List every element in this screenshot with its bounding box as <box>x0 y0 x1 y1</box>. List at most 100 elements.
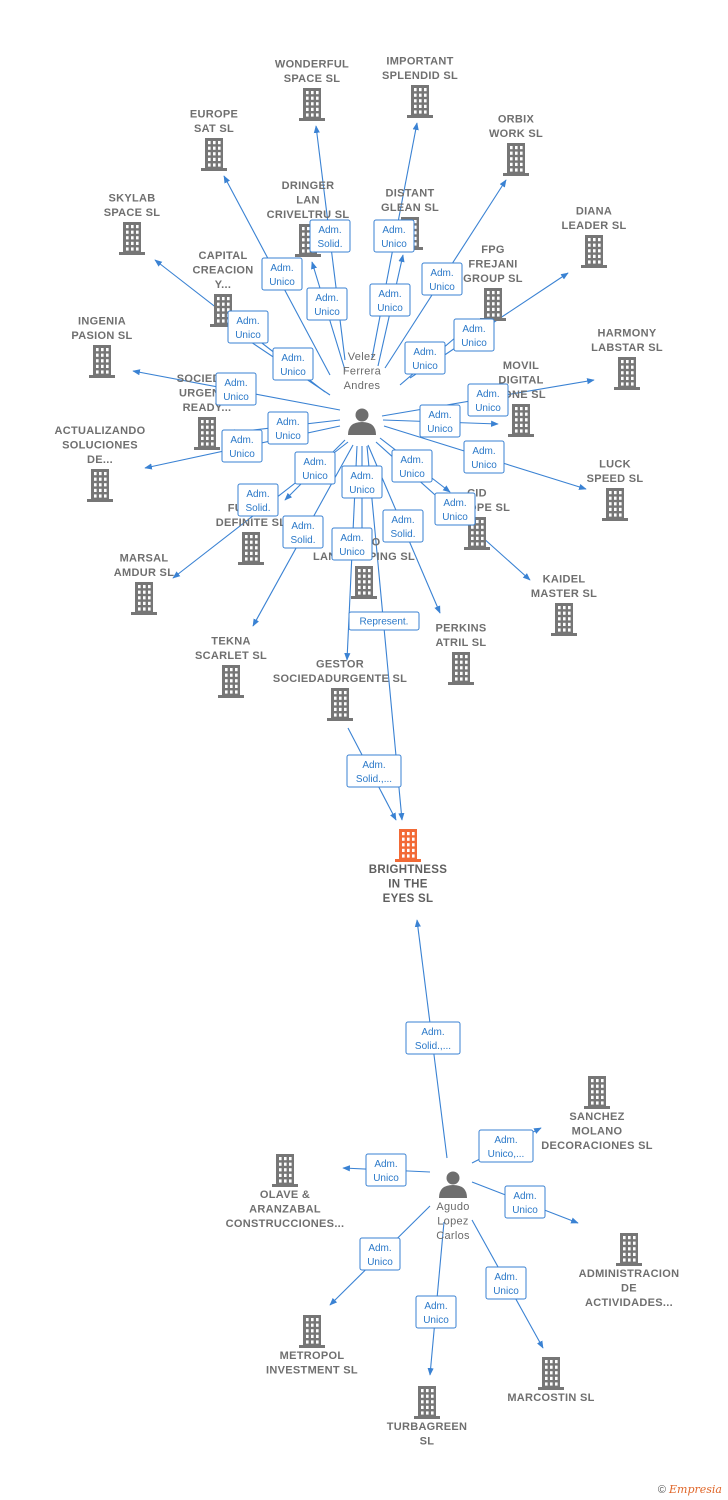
relation-badge-velez-tekna[interactable]: Adm.Solid. <box>282 515 324 549</box>
relation-badge-velez-luck[interactable]: Adm.Unico <box>463 440 505 474</box>
relation-badge-agudo-turbagreen[interactable]: Adm.Unico <box>415 1295 457 1329</box>
relation-badge-agudo-sanchez[interactable]: Adm.Unico,... <box>478 1129 534 1163</box>
relation-badge-velez-fpg[interactable]: Adm.Unico <box>404 341 446 375</box>
company-building-icon-wonderful[interactable] <box>299 88 325 121</box>
company-label-kaidel-line: MASTER SL <box>531 588 597 600</box>
relation-label-line: Unico <box>399 469 425 480</box>
company-building-icon-metropol[interactable] <box>299 1315 325 1348</box>
relation-label-line: Unico <box>349 485 375 496</box>
relation-label: Adm.Unico <box>427 410 453 435</box>
relation-badge-velez-future[interactable]: Adm.Unico <box>294 451 336 485</box>
relation-badge-velez-brightness[interactable]: Represent. <box>348 611 420 631</box>
relation-badge-velez-kaidel[interactable]: Adm.Unico <box>434 492 476 526</box>
company-label-marcostin-line: MARCOSTIN SL <box>507 1392 594 1404</box>
person-icon-agudo[interactable] <box>439 1171 467 1199</box>
relation-badge-velez-sociedad[interactable]: Adm.Unico <box>267 411 309 445</box>
relation-label-line: Adm. <box>382 225 405 236</box>
company-building-icon-harmony[interactable] <box>614 357 640 390</box>
relation-label-line: Adm. <box>378 289 401 300</box>
company-building-icon-actualizando[interactable] <box>87 469 113 502</box>
relation-label: Adm.Unico <box>399 455 425 480</box>
company-building-icon-fpg[interactable] <box>480 288 506 321</box>
relation-label-line: Unico <box>280 367 306 378</box>
relation-badge-agudo-olave[interactable]: Adm.Unico <box>365 1153 407 1187</box>
center-company-building-icon[interactable] <box>395 829 421 862</box>
relation-badge-velez-ingenia[interactable]: Adm.Unico <box>215 372 257 406</box>
relation-badge-velez-cid[interactable]: Adm.Unico <box>391 449 433 483</box>
relation-badge-agudo-brightness[interactable]: Adm.Solid.,... <box>405 1021 461 1055</box>
relation-badge-velez-orbix[interactable]: Adm.Unico <box>421 262 463 296</box>
company-building-icon-future[interactable] <box>238 532 264 565</box>
relation-badge-velez-marsal[interactable]: Adm.Solid. <box>237 483 279 517</box>
company-label-administracion-line: ACTIVIDADES... <box>585 1297 673 1309</box>
relation-badge-velez-wonderful[interactable]: Adm.Solid. <box>309 219 351 253</box>
relation-badge-velez-important[interactable]: Adm.Unico <box>373 219 415 253</box>
relation-badge-velez-dringer[interactable]: Adm.Unico <box>306 287 348 321</box>
company-label-dringer-line: LAN <box>296 195 320 207</box>
company-label-kaidel-line: KAIDEL <box>543 574 586 586</box>
relation-badge-agudo-marcostin[interactable]: Adm.Unico <box>485 1266 527 1300</box>
relation-label: Adm.Unico <box>302 457 328 482</box>
relation-badge-velez-capital[interactable]: Adm.Unico <box>272 347 314 381</box>
relation-label-line: Adm. <box>421 1027 444 1038</box>
relation-badge-agudo-metropol[interactable]: Adm.Unico <box>359 1237 401 1271</box>
relation-badge-gestor-brightness[interactable]: Adm.Solid.,... <box>346 754 402 788</box>
company-label-olave-line: CONSTRUCCIONES... <box>226 1218 345 1230</box>
relation-badge-velez-harmony[interactable]: Adm.Unico <box>467 383 509 417</box>
company-building-icon-ceno[interactable] <box>351 566 377 599</box>
company-building-icon-luck[interactable] <box>602 488 628 521</box>
company-label-sanchez-line: MOLANO <box>572 1126 623 1138</box>
relation-badge-velez-diana[interactable]: Adm.Unico <box>453 318 495 352</box>
company-building-icon-kaidel[interactable] <box>551 603 577 636</box>
relation-label-line: Unico <box>223 392 249 403</box>
company-building-icon-important[interactable] <box>407 85 433 118</box>
company-label-actualizando-line: ACTUALIZANDO <box>55 425 146 437</box>
company-building-icon-tekna[interactable] <box>218 665 244 698</box>
person-icon-velez[interactable] <box>348 408 376 436</box>
company-label-marsal-line: MARSAL <box>120 553 169 565</box>
company-building-icon-orbix[interactable] <box>503 143 529 176</box>
relation-label: Adm.Unico <box>314 293 340 318</box>
relation-label: Adm.Unico,... <box>488 1135 525 1160</box>
relation-badge-velez-actualizando[interactable]: Adm.Unico <box>221 429 263 463</box>
relation-badge-velez-gestor[interactable]: Adm.Unico <box>331 527 373 561</box>
relation-badge-velez-perkins[interactable]: Adm.Solid. <box>382 509 424 543</box>
relation-badge-velez-movil[interactable]: Adm.Unico <box>419 404 461 438</box>
company-building-icon-sociedad[interactable] <box>194 417 220 450</box>
company-building-icon-gestor[interactable] <box>327 688 353 721</box>
relation-label: Adm.Unico <box>475 389 501 414</box>
relation-badge-agudo-administracion[interactable]: Adm.Unico <box>504 1185 546 1219</box>
company-building-icon-ingenia[interactable] <box>89 345 115 378</box>
company-building-icon-administracion[interactable] <box>616 1233 642 1266</box>
company-building-icon-turbagreen[interactable] <box>414 1386 440 1419</box>
company-building-icon-marcostin[interactable] <box>538 1357 564 1390</box>
relation-label-line: Unico <box>493 1286 519 1297</box>
relation-badge-velez-skylab[interactable]: Adm.Unico <box>227 310 269 344</box>
company-building-icon-perkins[interactable] <box>448 652 474 685</box>
company-building-icon-europe[interactable] <box>201 138 227 171</box>
relation-label-line: Adm. <box>428 410 451 421</box>
company-building-icon-diana[interactable] <box>581 235 607 268</box>
company-building-icon-movil[interactable] <box>508 404 534 437</box>
relation-badge-velez-distant[interactable]: Adm.Unico <box>369 283 411 317</box>
company-building-icon-skylab[interactable] <box>119 222 145 255</box>
relation-label-line: Adm. <box>350 471 373 482</box>
brand-logo-text[interactable]: Empresia <box>669 1483 722 1496</box>
company-building-icon-olave[interactable] <box>272 1154 298 1187</box>
relation-badge-velez-europe[interactable]: Adm.Unico <box>261 257 303 291</box>
relation-badge-velez-ceno[interactable]: Adm. Unico <box>341 465 383 499</box>
relation-label: Adm.Solid. <box>245 489 270 514</box>
company-building-icon-marsal[interactable] <box>131 582 157 615</box>
relation-label-line: Adm. <box>276 417 299 428</box>
center-company-label-line: IN THE <box>388 879 428 891</box>
company-building-icon-sanchez[interactable] <box>584 1076 610 1109</box>
